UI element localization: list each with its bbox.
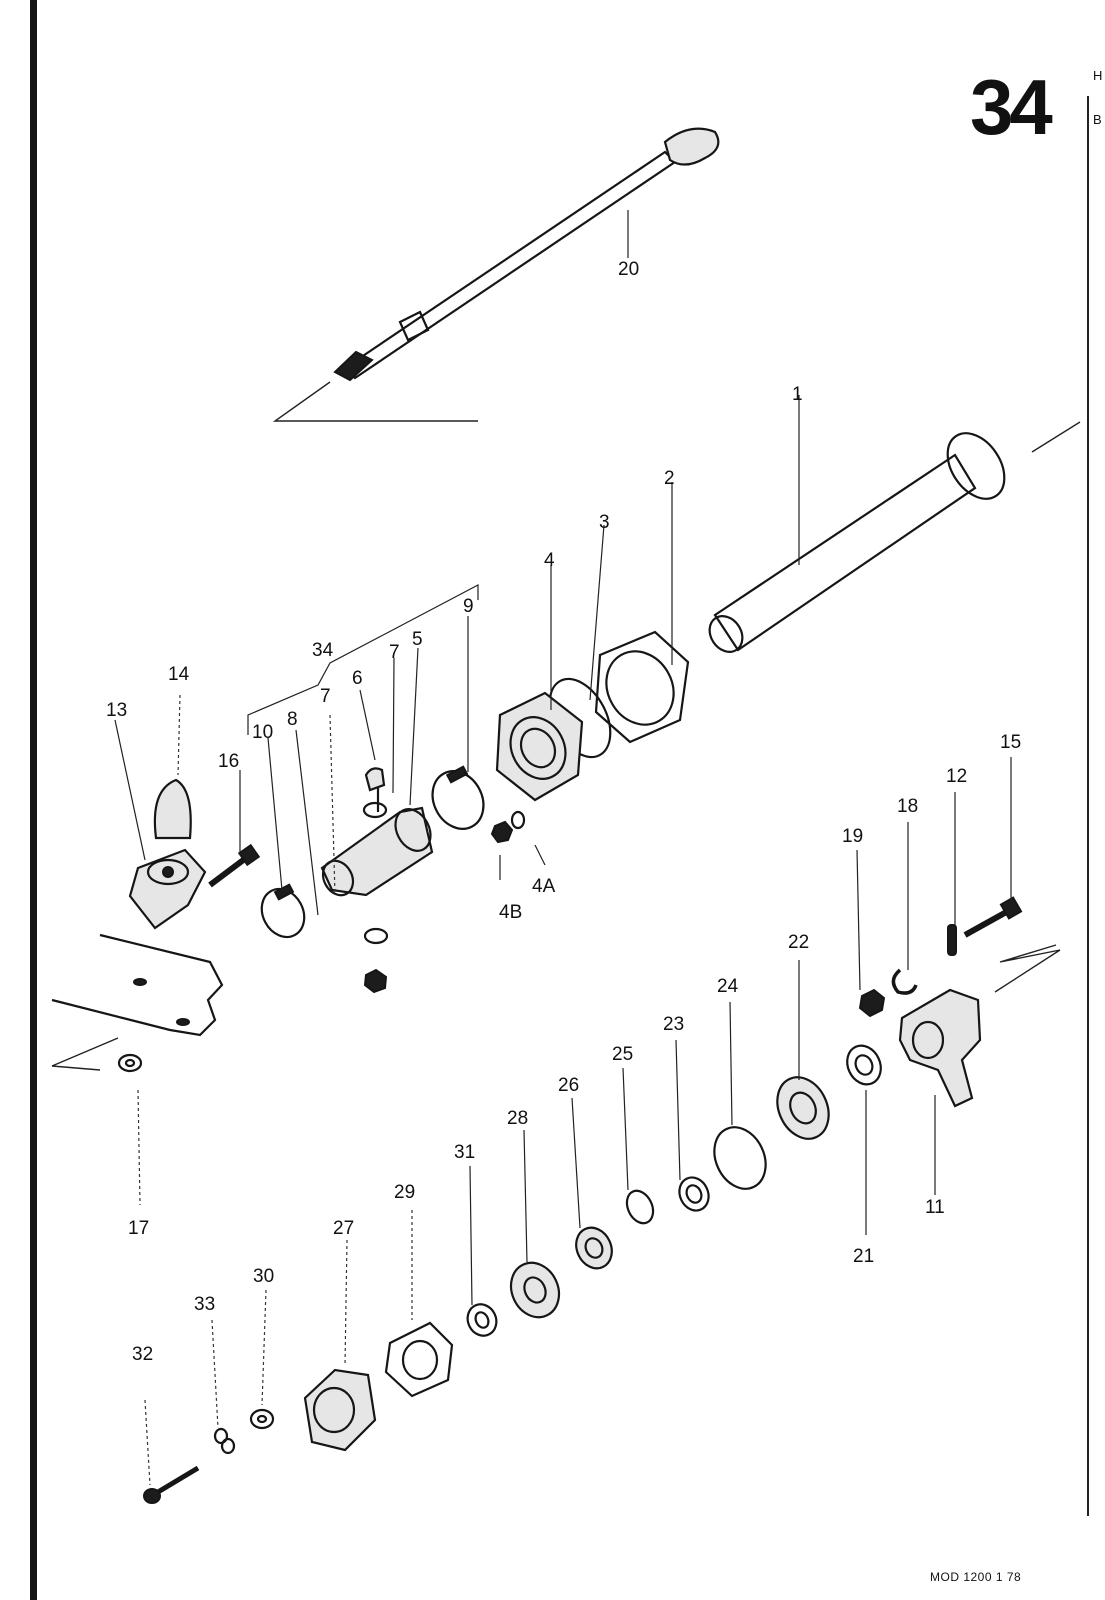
callout-1: 1 xyxy=(792,384,803,405)
part-30-washer xyxy=(249,1408,275,1430)
part-26-bearing xyxy=(575,1226,613,1270)
part-4A-washer xyxy=(510,810,526,830)
callout-33: 33 xyxy=(194,1294,215,1315)
part-21-seal xyxy=(846,1044,882,1086)
callout-16: 16 xyxy=(218,751,239,772)
callout-12: 12 xyxy=(946,766,967,787)
part-7-washer-lower xyxy=(363,927,389,945)
part-18-circlip xyxy=(891,968,918,995)
part-16-bolt xyxy=(208,843,261,888)
assembly-guide-lines xyxy=(51,381,1081,1071)
callout-10: 10 xyxy=(252,722,273,743)
part-12-grease-fitting xyxy=(947,924,957,956)
section-tab-b: B xyxy=(1093,112,1102,127)
callout-15: 15 xyxy=(1000,732,1021,753)
part-25-ring xyxy=(625,1189,655,1225)
callout-8: 8 xyxy=(287,709,298,730)
callout-19: 19 xyxy=(842,826,863,847)
part-28-bearing-race xyxy=(509,1261,561,1319)
part-29-gasket xyxy=(384,1321,454,1398)
part-20-shaft xyxy=(333,127,720,382)
callout-3: 3 xyxy=(599,512,610,533)
callout-13: 13 xyxy=(106,700,127,721)
callout-labels: 20 1 2 3 4 9 5 7 34 6 7 8 10 14 13 16 4A… xyxy=(106,259,1021,1365)
callout-18: 18 xyxy=(897,796,918,817)
part-4B-nut xyxy=(490,820,514,844)
callout-24: 24 xyxy=(717,976,739,997)
callout-22: 22 xyxy=(788,932,809,953)
part-19-nut xyxy=(858,988,886,1018)
footer-model-code: MOD 1200 1 78 xyxy=(930,1570,1022,1584)
part-8-nut xyxy=(363,968,388,994)
callout-7-lower: 7 xyxy=(320,686,331,707)
callout-20: 20 xyxy=(618,259,639,280)
callout-29: 29 xyxy=(394,1182,415,1203)
part-27-bearing-housing xyxy=(303,1368,377,1452)
callout-21: 21 xyxy=(853,1246,874,1267)
part-6-bolt xyxy=(364,767,386,812)
part-31-seal xyxy=(466,1303,498,1337)
mounting-plate xyxy=(51,933,224,1037)
part-33-lock-washer xyxy=(213,1427,236,1455)
callout-17: 17 xyxy=(128,1218,149,1239)
part-4-flange-housing xyxy=(495,691,584,802)
part-24-o-ring xyxy=(713,1126,767,1190)
section-tab-h: H xyxy=(1093,68,1103,83)
part-23-seal xyxy=(678,1176,710,1212)
part-2-gasket xyxy=(594,630,690,744)
callout-23: 23 xyxy=(663,1014,684,1035)
part-22-bearing xyxy=(776,1076,830,1140)
part-10-clamp xyxy=(260,883,306,939)
callout-32: 32 xyxy=(132,1344,153,1365)
part-13-pivot-bracket xyxy=(128,848,207,930)
callout-7-upper: 7 xyxy=(389,642,400,663)
callout-11: 11 xyxy=(925,1197,945,1218)
part-1-tube xyxy=(708,432,1006,653)
callout-4A: 4A xyxy=(532,876,556,897)
page-binding-edge xyxy=(30,0,37,1600)
page-number: 34 xyxy=(970,63,1053,151)
callout-9: 9 xyxy=(463,596,474,617)
callout-25: 25 xyxy=(612,1044,633,1065)
callout-4B: 4B xyxy=(499,902,522,923)
page-right-rule xyxy=(1087,96,1089,1516)
callout-27: 27 xyxy=(333,1218,354,1239)
leader-lines xyxy=(114,210,1012,1486)
callout-5: 5 xyxy=(412,629,423,650)
part-32-bolt xyxy=(143,1465,200,1504)
part-14-dust-cap xyxy=(153,778,192,840)
part-11-steering-knuckle xyxy=(898,988,982,1108)
callout-26: 26 xyxy=(558,1075,579,1096)
part-9-clamp xyxy=(431,765,485,830)
part-5-rubber-boot xyxy=(320,806,434,897)
callout-4: 4 xyxy=(544,550,555,571)
callout-2: 2 xyxy=(664,468,675,489)
part-15-bolt xyxy=(963,896,1023,938)
callout-30: 30 xyxy=(253,1266,274,1287)
callout-6: 6 xyxy=(352,668,363,689)
callout-34: 34 xyxy=(312,640,334,661)
callout-31: 31 xyxy=(454,1142,475,1163)
callout-14: 14 xyxy=(168,664,190,685)
part-7-washer-upper xyxy=(362,801,388,819)
part-17-washer xyxy=(117,1053,143,1073)
callout-28: 28 xyxy=(507,1108,528,1129)
